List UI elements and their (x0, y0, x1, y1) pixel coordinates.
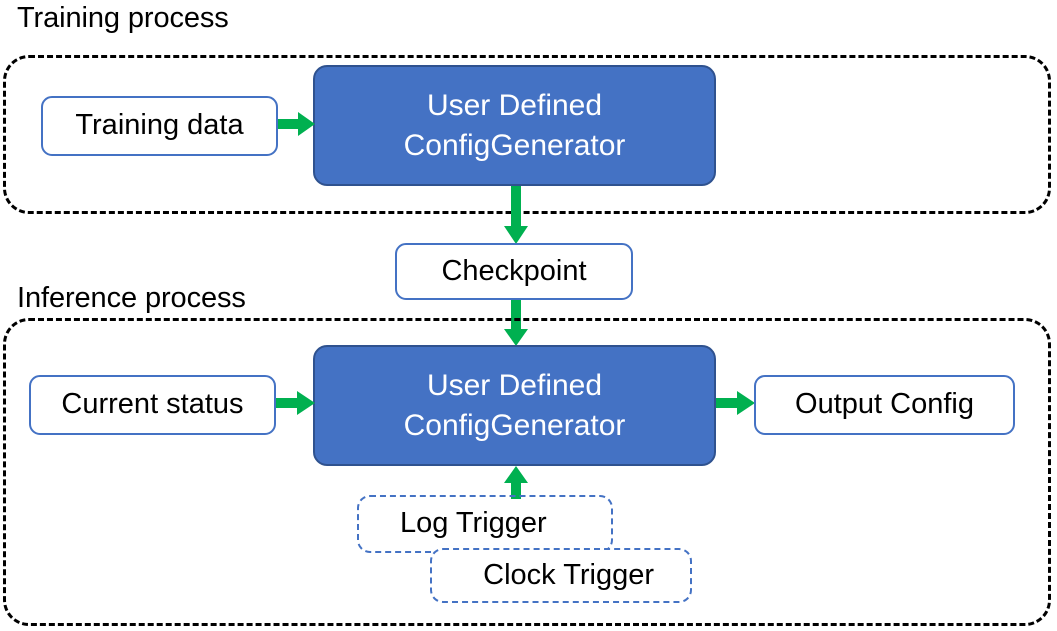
arrow-trigger-to-generator (502, 466, 530, 500)
generator-label-line2: ConfigGenerator (403, 408, 626, 442)
node-clock-trigger[interactable]: Clock Trigger (430, 548, 692, 603)
inference-process-label: Inference process (17, 282, 246, 314)
arrow-training-data-to-generator (278, 110, 316, 138)
inference-process-container (3, 318, 1051, 626)
node-training-data[interactable]: Training data (41, 96, 278, 156)
node-user-defined-configgenerator-training[interactable]: User Defined ConfigGenerator (313, 65, 716, 186)
generator-label-line1: User Defined (426, 88, 603, 122)
training-process-container (3, 55, 1051, 214)
arrow-checkpoint-to-generator (502, 300, 530, 348)
generator-label-line2: ConfigGenerator (403, 128, 626, 162)
arrow-current-status-to-generator (276, 389, 316, 417)
arrow-generator-to-checkpoint (502, 186, 530, 246)
node-user-defined-configgenerator-inference[interactable]: User Defined ConfigGenerator (313, 345, 716, 466)
training-process-label: Training process (17, 2, 229, 34)
node-output-config[interactable]: Output Config (754, 375, 1015, 435)
generator-label-line1: User Defined (426, 368, 603, 402)
arrow-generator-to-output-config (716, 389, 756, 417)
node-current-status[interactable]: Current status (29, 375, 276, 435)
node-log-trigger[interactable]: Log Trigger (357, 495, 613, 553)
node-checkpoint[interactable]: Checkpoint (395, 243, 633, 300)
